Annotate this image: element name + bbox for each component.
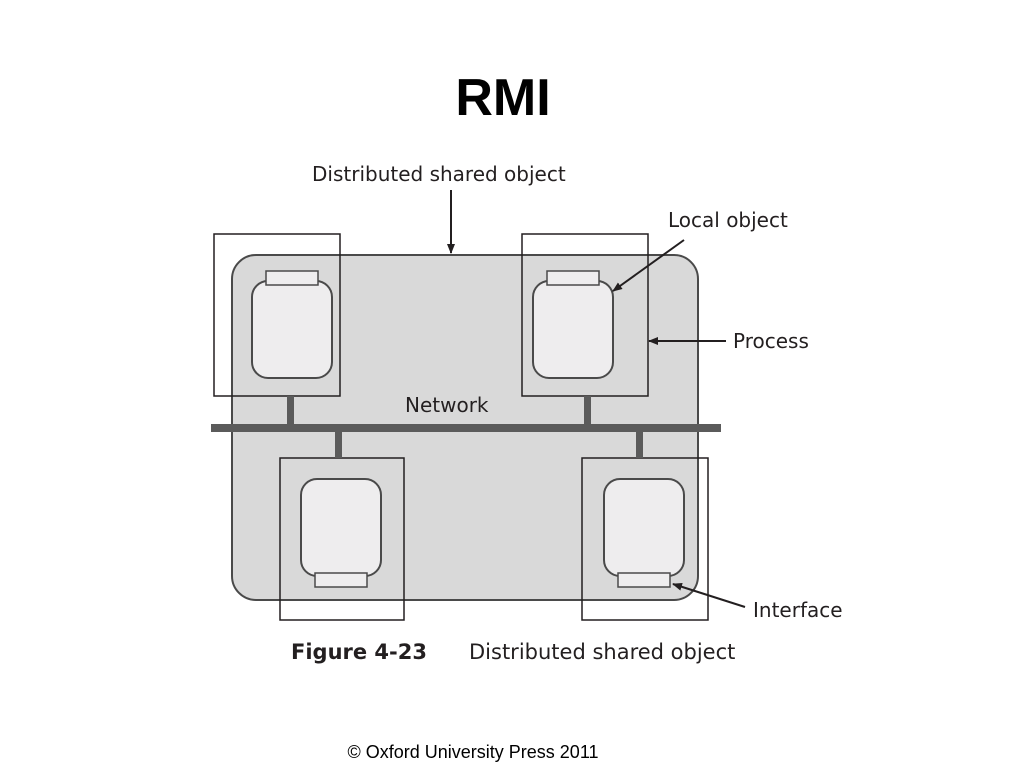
network-bus <box>211 424 721 432</box>
copyright-footer: © Oxford University Press 2011 <box>347 742 599 762</box>
network-connector <box>636 432 643 458</box>
network-connector <box>584 396 591 424</box>
distributed-shared-object-label: Distributed shared object <box>312 162 566 186</box>
local-object-top-left <box>251 280 333 379</box>
local-object-bottom-left <box>300 478 382 577</box>
figure-caption: Distributed shared object <box>469 640 735 664</box>
network-label: Network <box>405 393 489 417</box>
local-object-label: Local object <box>668 208 788 232</box>
network-connector <box>287 396 294 424</box>
process-box-bottom-right <box>581 457 709 621</box>
interface-tab-bottom-left <box>314 572 368 588</box>
process-label: Process <box>733 329 809 353</box>
local-object-arrow <box>612 239 685 292</box>
slide-title: RMI <box>455 69 551 127</box>
local-object-top-right <box>532 280 614 379</box>
interface-arrow <box>672 582 746 608</box>
figure-number: Figure 4-23 <box>291 640 427 664</box>
process-box-top-left <box>213 233 341 397</box>
interface-tab-top-right <box>546 270 600 286</box>
interface-tab-top-left <box>265 270 319 286</box>
network-connector <box>335 432 342 458</box>
interface-label: Interface <box>753 598 843 622</box>
local-object-bottom-right <box>603 478 685 577</box>
interface-tab-bottom-right <box>617 572 671 588</box>
